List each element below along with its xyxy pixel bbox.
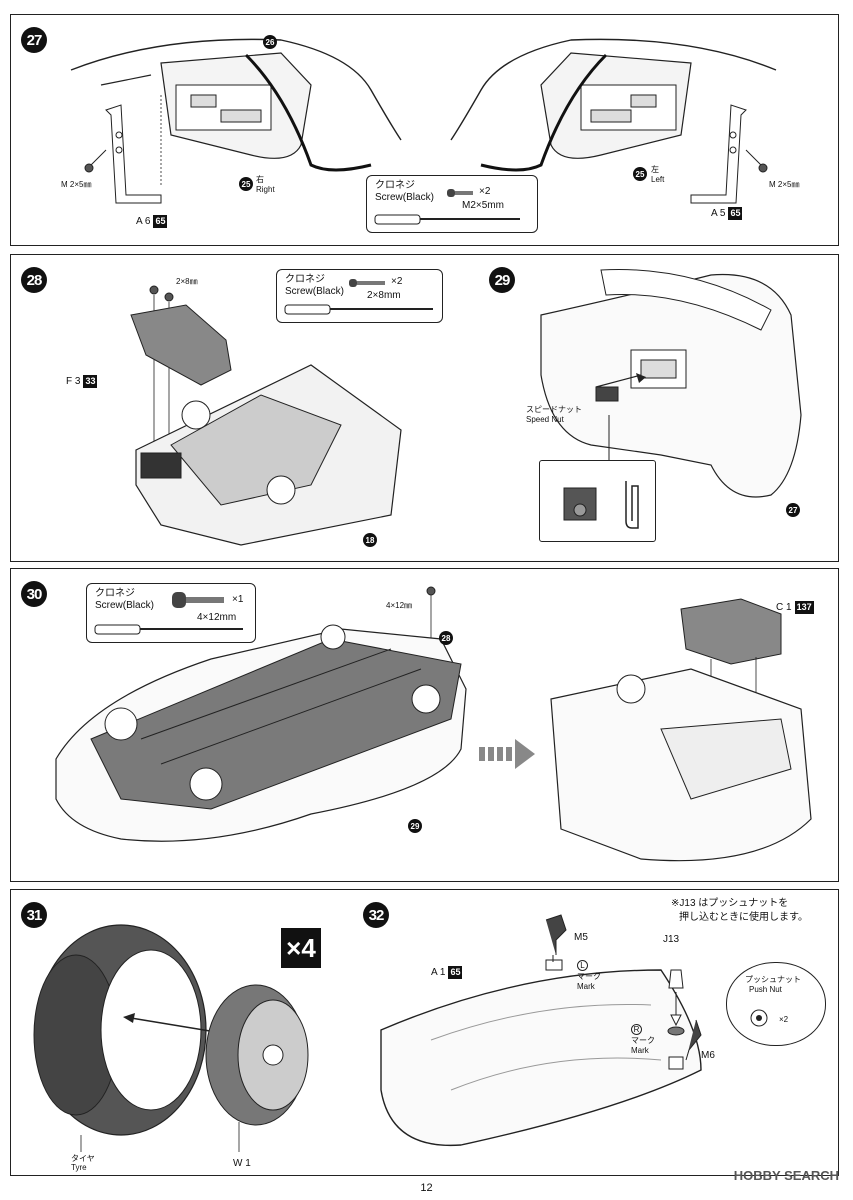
car-underside-drawing — [55, 586, 467, 842]
part-tag: 137 — [794, 601, 814, 614]
step-30-number: 30 — [21, 581, 47, 607]
step-30-ref-b: 29 — [408, 819, 422, 833]
push-nut-en: Push Nut — [749, 985, 782, 994]
step-27-left-ref: 25 — [239, 177, 253, 191]
push-nut-icon — [750, 1009, 768, 1027]
step-28-screw-box: クロネジ Screw(Black) ×2 2×8mm — [276, 269, 443, 323]
step-28-ref: 18 — [363, 533, 377, 547]
part-tag: 65 — [728, 207, 743, 220]
part-id: A 6 — [136, 216, 151, 228]
step-30-screw-box: クロネジ Screw(Black) ×1 4×12mm — [86, 583, 256, 643]
screwdriver-icon — [94, 624, 243, 635]
screwdriver-icon — [374, 214, 520, 225]
screw-qty: ×2 — [479, 186, 491, 197]
screw-type-en: Screw(Black) — [375, 192, 434, 203]
step-27-ref-body: 26 — [263, 35, 277, 49]
step-32-note-line2: 押し込むときに使用します。 — [679, 912, 808, 923]
step-31-32-panel: 31 ×4 タイヤ Tyre W 1 32 ※J13 はプッシュナットを 押し込… — [10, 889, 839, 1176]
screw-size: M2×5mm — [462, 200, 504, 211]
part-tag: 65 — [153, 215, 168, 228]
screw-size: 4×12mm — [197, 612, 237, 623]
push-nut-jp: プッシュナット — [745, 975, 801, 984]
mark-r-jp: マーク — [631, 1036, 655, 1045]
part-m6-label: M6 — [701, 1050, 715, 1061]
step-31-number: 31 — [21, 902, 47, 928]
wheel-label: W 1 — [233, 1158, 251, 1169]
screw-type-jp: クロネジ — [285, 274, 325, 285]
step-28-number: 28 — [21, 267, 47, 293]
rear-underside-drawing — [550, 598, 812, 862]
step-30-ref-a: 28 — [439, 631, 453, 645]
mark-r-symbol: R — [631, 1024, 642, 1035]
step-27-left-side-jp: 右 — [256, 175, 264, 184]
part-id: A 1 — [431, 967, 446, 979]
part-m5-label: M5 — [574, 932, 588, 943]
tyre-wheel-drawing — [33, 924, 309, 1152]
step-32-note-line1: ※J13 はプッシュナットを — [671, 898, 789, 909]
rear-body-drawing — [70, 38, 777, 204]
part-id: F 3 — [66, 376, 81, 388]
push-nut-callout: プッシュナット Push Nut ×2 — [726, 962, 826, 1046]
speed-nut-en: Speed Nut — [526, 415, 564, 424]
screw-qty: ×1 — [232, 594, 244, 605]
step-30-screw-size: 4×12㎜ — [386, 601, 413, 610]
step-27-left-side-en: Right — [256, 185, 275, 194]
speed-nut-icon — [563, 481, 639, 529]
step-29-number: 29 — [489, 267, 515, 293]
step-27-screw-box: クロネジ Screw(Black) ×2 M2×5mm — [366, 175, 538, 233]
tyre-label-jp: タイヤ — [71, 1154, 95, 1163]
step-27-right-screw-size: M 2×5㎜ — [769, 180, 800, 189]
screwdriver-icon — [284, 304, 433, 315]
screw-icon — [172, 592, 224, 608]
step-27-number: 27 — [21, 27, 47, 53]
screw-type-jp: クロネジ — [95, 588, 135, 599]
page-number: 12 — [420, 1182, 433, 1194]
step-32-number: 32 — [363, 902, 389, 928]
screw-icon — [447, 189, 473, 197]
screw-qty: ×2 — [391, 276, 403, 287]
part-tag: 33 — [83, 375, 98, 388]
chassis-underside-drawing — [130, 285, 402, 546]
mark-l-jp: マーク — [577, 972, 601, 981]
step-27-right-side-jp: 左 — [651, 165, 659, 174]
step-29-ref: 27 — [786, 503, 800, 517]
mark-r-en: Mark — [631, 1046, 649, 1055]
rear-bumper-drawing — [540, 269, 802, 498]
multiplier-badge: ×4 — [281, 928, 321, 968]
speed-nut-detail-box — [539, 460, 656, 542]
speed-nut-jp: スピードナット — [526, 405, 582, 414]
push-nut-qty: ×2 — [779, 1015, 789, 1024]
part-j13-label: J13 — [663, 934, 680, 945]
part-id: A 5 — [711, 208, 726, 220]
tyre-label-en: Tyre — [71, 1163, 87, 1172]
watermark-logo: HOBBY SEARCH — [733, 1168, 839, 1183]
arrow-right-icon — [479, 739, 535, 769]
mark-l-en: Mark — [577, 982, 595, 991]
hood-drawing — [380, 914, 702, 1147]
step-30-panel: 30 クロネジ Screw(Black) ×1 4×12mm 4×12㎜ 28 … — [10, 568, 839, 882]
step-27-right-ref: 25 — [633, 167, 647, 181]
screw-size: 2×8mm — [367, 290, 401, 301]
part-tag: 65 — [448, 966, 463, 979]
part-id: C 1 — [776, 602, 792, 614]
screw-type-jp: クロネジ — [375, 180, 415, 191]
screw-type-en: Screw(Black) — [285, 286, 344, 297]
step-28-screw-size: 2×8㎜ — [176, 277, 198, 286]
step-27-right-side-en: Left — [651, 175, 665, 184]
step-27-left-screw-size: M 2×5㎜ — [61, 180, 92, 189]
screw-icon — [349, 279, 385, 287]
mark-l-symbol: L — [577, 960, 588, 971]
screw-type-en: Screw(Black) — [95, 600, 154, 611]
